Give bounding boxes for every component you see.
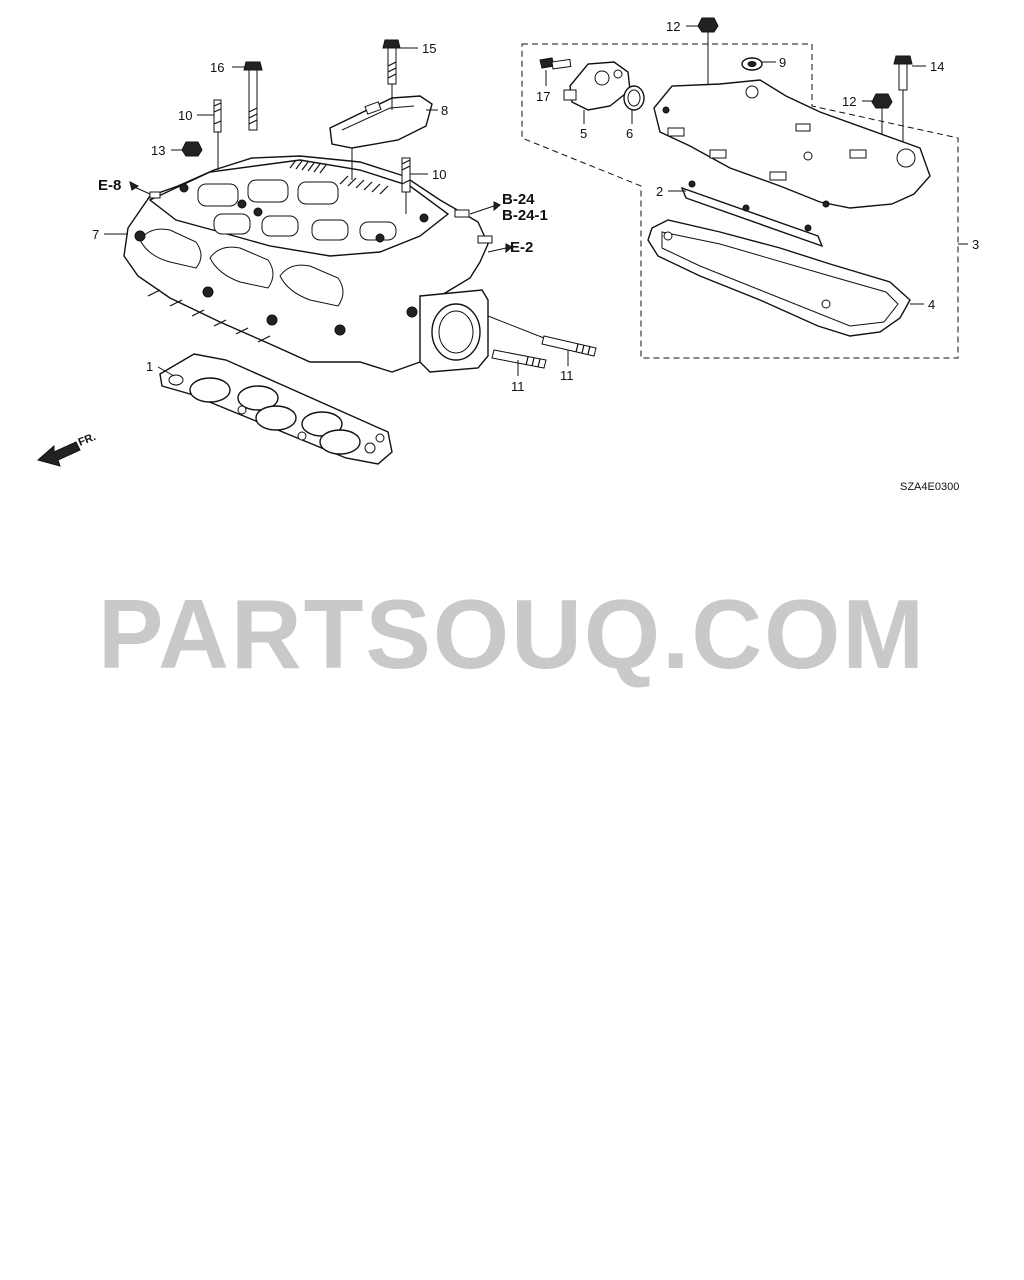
callout-7: 7 [92, 227, 99, 242]
actuator-5 [563, 61, 631, 111]
intake-gasket [159, 353, 393, 465]
callout-4: 4 [928, 297, 935, 312]
callout-11-lower: 11 [511, 379, 525, 394]
callout-12-right: 12 [842, 94, 856, 109]
stud-10-middle [401, 157, 411, 193]
front-direction-arrow: FR. [36, 431, 98, 467]
watermark: PARTSOUQ.COM [98, 579, 926, 689]
stud-10-left [213, 99, 222, 133]
callout-13: 13 [151, 143, 165, 158]
stud-11-lower [491, 349, 547, 369]
callout-15: 15 [422, 41, 436, 56]
callout-9: 9 [779, 55, 786, 70]
bolt-16 [243, 61, 263, 131]
section-references: E-8 B-24 B-24-1 E-2 [98, 177, 548, 256]
diagram-code: SZA4E0300 [900, 481, 959, 493]
callout-8: 8 [441, 103, 448, 118]
callout-17: 17 [536, 89, 550, 104]
callout-2: 2 [656, 184, 663, 199]
callout-11-upper: 11 [560, 368, 574, 383]
cover-gasket-4 [647, 219, 911, 337]
bar-2 [680, 180, 824, 248]
bolt-17 [539, 57, 572, 70]
bolt-15 [382, 39, 401, 85]
assembly-dashed-box [521, 43, 959, 359]
nut-12-top [697, 17, 719, 92]
o-ring-6 [623, 85, 645, 111]
callout-6: 6 [626, 126, 633, 141]
ref-b24[interactable]: B-24 [502, 191, 535, 208]
callout-14: 14 [930, 59, 944, 74]
bracket-8 [329, 95, 433, 149]
callouts: 1 2 3 4 5 6 7 8 9 10 10 11 11 12 12 13 1… [92, 19, 979, 394]
callout-12-top: 12 [666, 19, 680, 34]
ref-b24-1[interactable]: B-24-1 [502, 207, 548, 224]
nut-13 [181, 141, 203, 157]
callout-16: 16 [210, 60, 224, 75]
cover-plate [653, 79, 931, 209]
callout-1: 1 [146, 359, 153, 374]
stud-11-upper [541, 335, 597, 357]
front-label: FR. [77, 431, 98, 449]
grommet-9 [741, 57, 763, 71]
callout-10-middle: 10 [432, 167, 446, 182]
intake-manifold [123, 155, 493, 373]
leader-lines [104, 25, 968, 377]
callout-3: 3 [972, 237, 979, 252]
ref-e2[interactable]: E-2 [510, 239, 533, 256]
callout-5: 5 [580, 126, 587, 141]
parts-diagram: 1 2 3 4 5 6 7 8 9 10 10 11 11 12 12 13 1… [36, 17, 979, 493]
ref-e8[interactable]: E-8 [98, 177, 121, 194]
callout-10-left: 10 [178, 108, 192, 123]
